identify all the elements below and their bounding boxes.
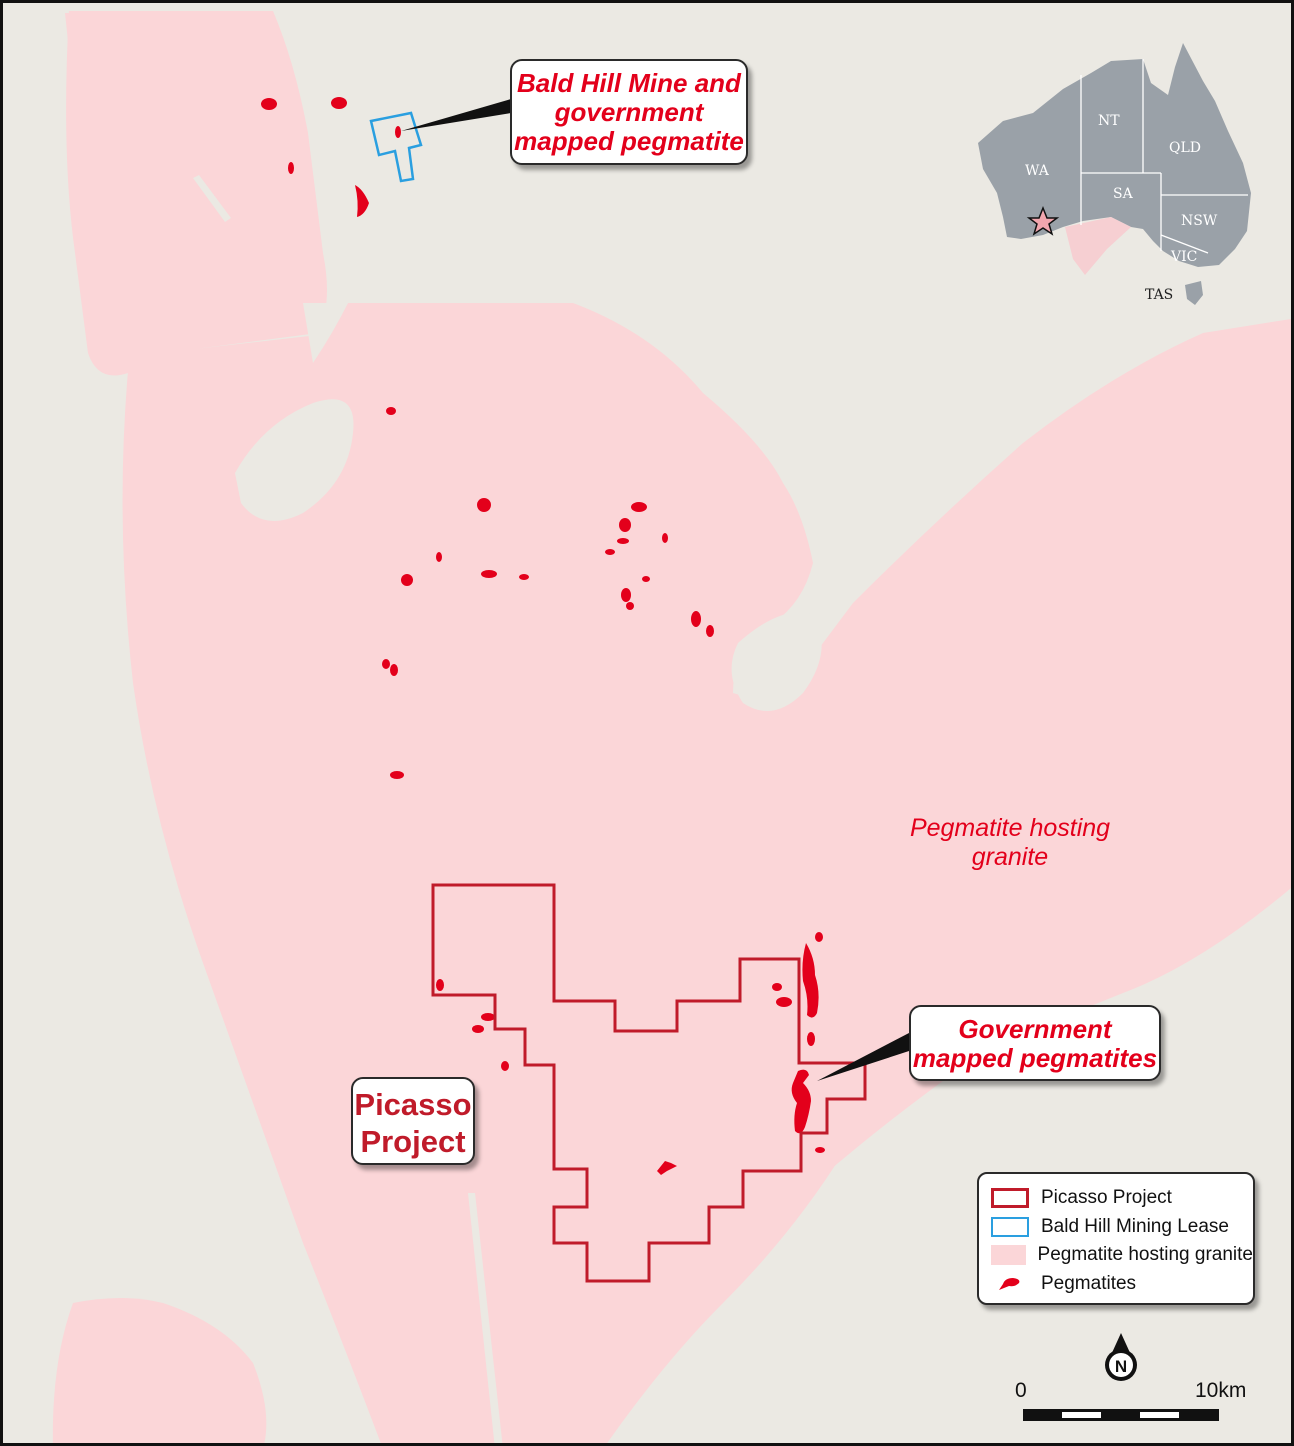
legend-swatch-granite bbox=[991, 1245, 1026, 1266]
government-pointer bbox=[817, 1033, 909, 1081]
north-arrow-label: N bbox=[1115, 1357, 1127, 1376]
pegmatite bbox=[776, 997, 792, 1007]
pegmatite bbox=[815, 1147, 825, 1153]
granite-north-strip bbox=[65, 13, 79, 51]
australia-inset-map: WA NT QLD SA NSW VIC TAS bbox=[978, 43, 1251, 305]
bald-hill-lease-outline bbox=[369, 111, 423, 183]
granite-north-body bbox=[66, 11, 327, 376]
legend-item-bald-hill-lease: Bald Hill Mining Lease bbox=[991, 1213, 1253, 1242]
pegmatite bbox=[772, 983, 782, 991]
pegmatite-symbol-icon bbox=[991, 1274, 1029, 1294]
callout-line: Bald Hill Mine and bbox=[517, 68, 741, 98]
scale-start-label: 0 bbox=[1015, 1379, 1027, 1402]
tasmania bbox=[1185, 281, 1203, 305]
pegmatite bbox=[706, 625, 714, 637]
pegmatite bbox=[802, 943, 819, 1018]
pegmatite bbox=[631, 502, 647, 512]
pegmatite bbox=[395, 126, 401, 138]
state-borders bbox=[1080, 59, 1248, 254]
pegmatite bbox=[519, 574, 529, 580]
pegmatite bbox=[642, 576, 650, 582]
legend-item-picasso-project: Picasso Project bbox=[991, 1184, 1253, 1213]
inset-label-vic: VIC bbox=[1170, 249, 1197, 265]
legend-label: Bald Hill Mining Lease bbox=[1041, 1215, 1229, 1237]
inset-label-nt: NT bbox=[1098, 113, 1120, 129]
pegmatite bbox=[815, 932, 823, 942]
granite-area-label: Pegmatite hosting granite bbox=[903, 814, 1117, 872]
picasso-callout: Picasso Project bbox=[351, 1077, 475, 1165]
pegmatite bbox=[472, 1025, 484, 1033]
inset-label-sa: SA bbox=[1113, 186, 1134, 202]
pegmatite bbox=[390, 771, 404, 779]
pegmatite bbox=[477, 498, 491, 512]
pegmatite bbox=[481, 1013, 495, 1021]
location-star-icon bbox=[1026, 205, 1060, 236]
pegmatite bbox=[331, 97, 347, 109]
government-callout: Government mapped pegmatites bbox=[909, 1005, 1161, 1081]
picasso-project-outline bbox=[431, 883, 867, 1283]
granite-southwest-patch bbox=[52, 1298, 267, 1443]
pegmatite bbox=[355, 185, 369, 217]
region-label-line: Pegmatite hosting bbox=[909, 814, 1111, 842]
callout-line: mapped pegmatite bbox=[514, 126, 744, 156]
gap-west-inlet bbox=[235, 399, 354, 521]
pegmatite bbox=[791, 1069, 811, 1134]
callout-line: government bbox=[554, 97, 704, 127]
inset-label-nsw: NSW bbox=[1181, 213, 1218, 229]
pegmatite bbox=[386, 407, 396, 415]
legend-label: Picasso Project bbox=[1041, 1187, 1172, 1209]
pegmatite bbox=[626, 602, 634, 610]
gap-thin-channel bbox=[468, 1193, 503, 1443]
gap-north-channel bbox=[193, 175, 231, 222]
gap-north-wedge bbox=[303, 303, 348, 363]
pegmatites bbox=[261, 97, 825, 1175]
callout-line: Picasso bbox=[354, 1087, 472, 1122]
legend-item-pegmatites: Pegmatites bbox=[991, 1270, 1253, 1299]
pegmatite bbox=[401, 574, 413, 586]
pegmatite bbox=[436, 552, 442, 562]
scale-bar bbox=[1023, 1409, 1219, 1421]
callout-line: Government bbox=[958, 1014, 1112, 1044]
pegmatite bbox=[501, 1061, 509, 1071]
legend-swatch-bald-hill bbox=[991, 1216, 1029, 1237]
callout-line: mapped pegmatites bbox=[912, 1043, 1158, 1073]
pegmatite bbox=[382, 659, 390, 669]
inset-label-wa: WA bbox=[1025, 163, 1050, 179]
granite-east-sliver bbox=[793, 1053, 968, 1193]
pegmatite bbox=[662, 533, 668, 543]
pegmatite bbox=[288, 162, 294, 174]
legend-label: Pegmatites bbox=[1041, 1272, 1137, 1294]
inset-pink-wedge bbox=[1065, 217, 1131, 275]
legend-swatch-picasso bbox=[991, 1188, 1029, 1209]
legend: Picasso Project Bald Hill Mining Lease P… bbox=[977, 1172, 1255, 1305]
granite-gaps bbox=[193, 175, 822, 1443]
pegmatite bbox=[261, 98, 277, 110]
pegmatite bbox=[617, 538, 629, 544]
pegmatite bbox=[481, 570, 497, 578]
inset-label-tas: TAS bbox=[1145, 287, 1173, 303]
pegmatite bbox=[621, 588, 631, 602]
bald-hill-callout: Bald Hill Mine and government mapped peg… bbox=[510, 59, 748, 165]
callout-line: Project bbox=[360, 1124, 466, 1159]
pegmatite bbox=[807, 1032, 815, 1046]
scale-end-label: 10km bbox=[1195, 1379, 1247, 1402]
pegmatite bbox=[691, 611, 701, 627]
pegmatite bbox=[390, 664, 398, 676]
australia-mainland bbox=[978, 43, 1251, 267]
pegmatite bbox=[436, 979, 444, 991]
region-label-line: granite bbox=[971, 843, 1049, 871]
legend-item-granite: Pegmatite hosting granite bbox=[991, 1241, 1253, 1270]
gap-east-notch bbox=[731, 612, 822, 711]
legend-label: Pegmatite hosting granite bbox=[1037, 1244, 1253, 1266]
inset-label-qld: QLD bbox=[1169, 140, 1201, 156]
pegmatite bbox=[605, 549, 615, 555]
pegmatite bbox=[619, 518, 631, 532]
north-arrow-icon: N bbox=[1105, 1333, 1137, 1381]
pegmatite bbox=[657, 1161, 677, 1175]
bald-hill-pointer bbox=[401, 99, 511, 131]
